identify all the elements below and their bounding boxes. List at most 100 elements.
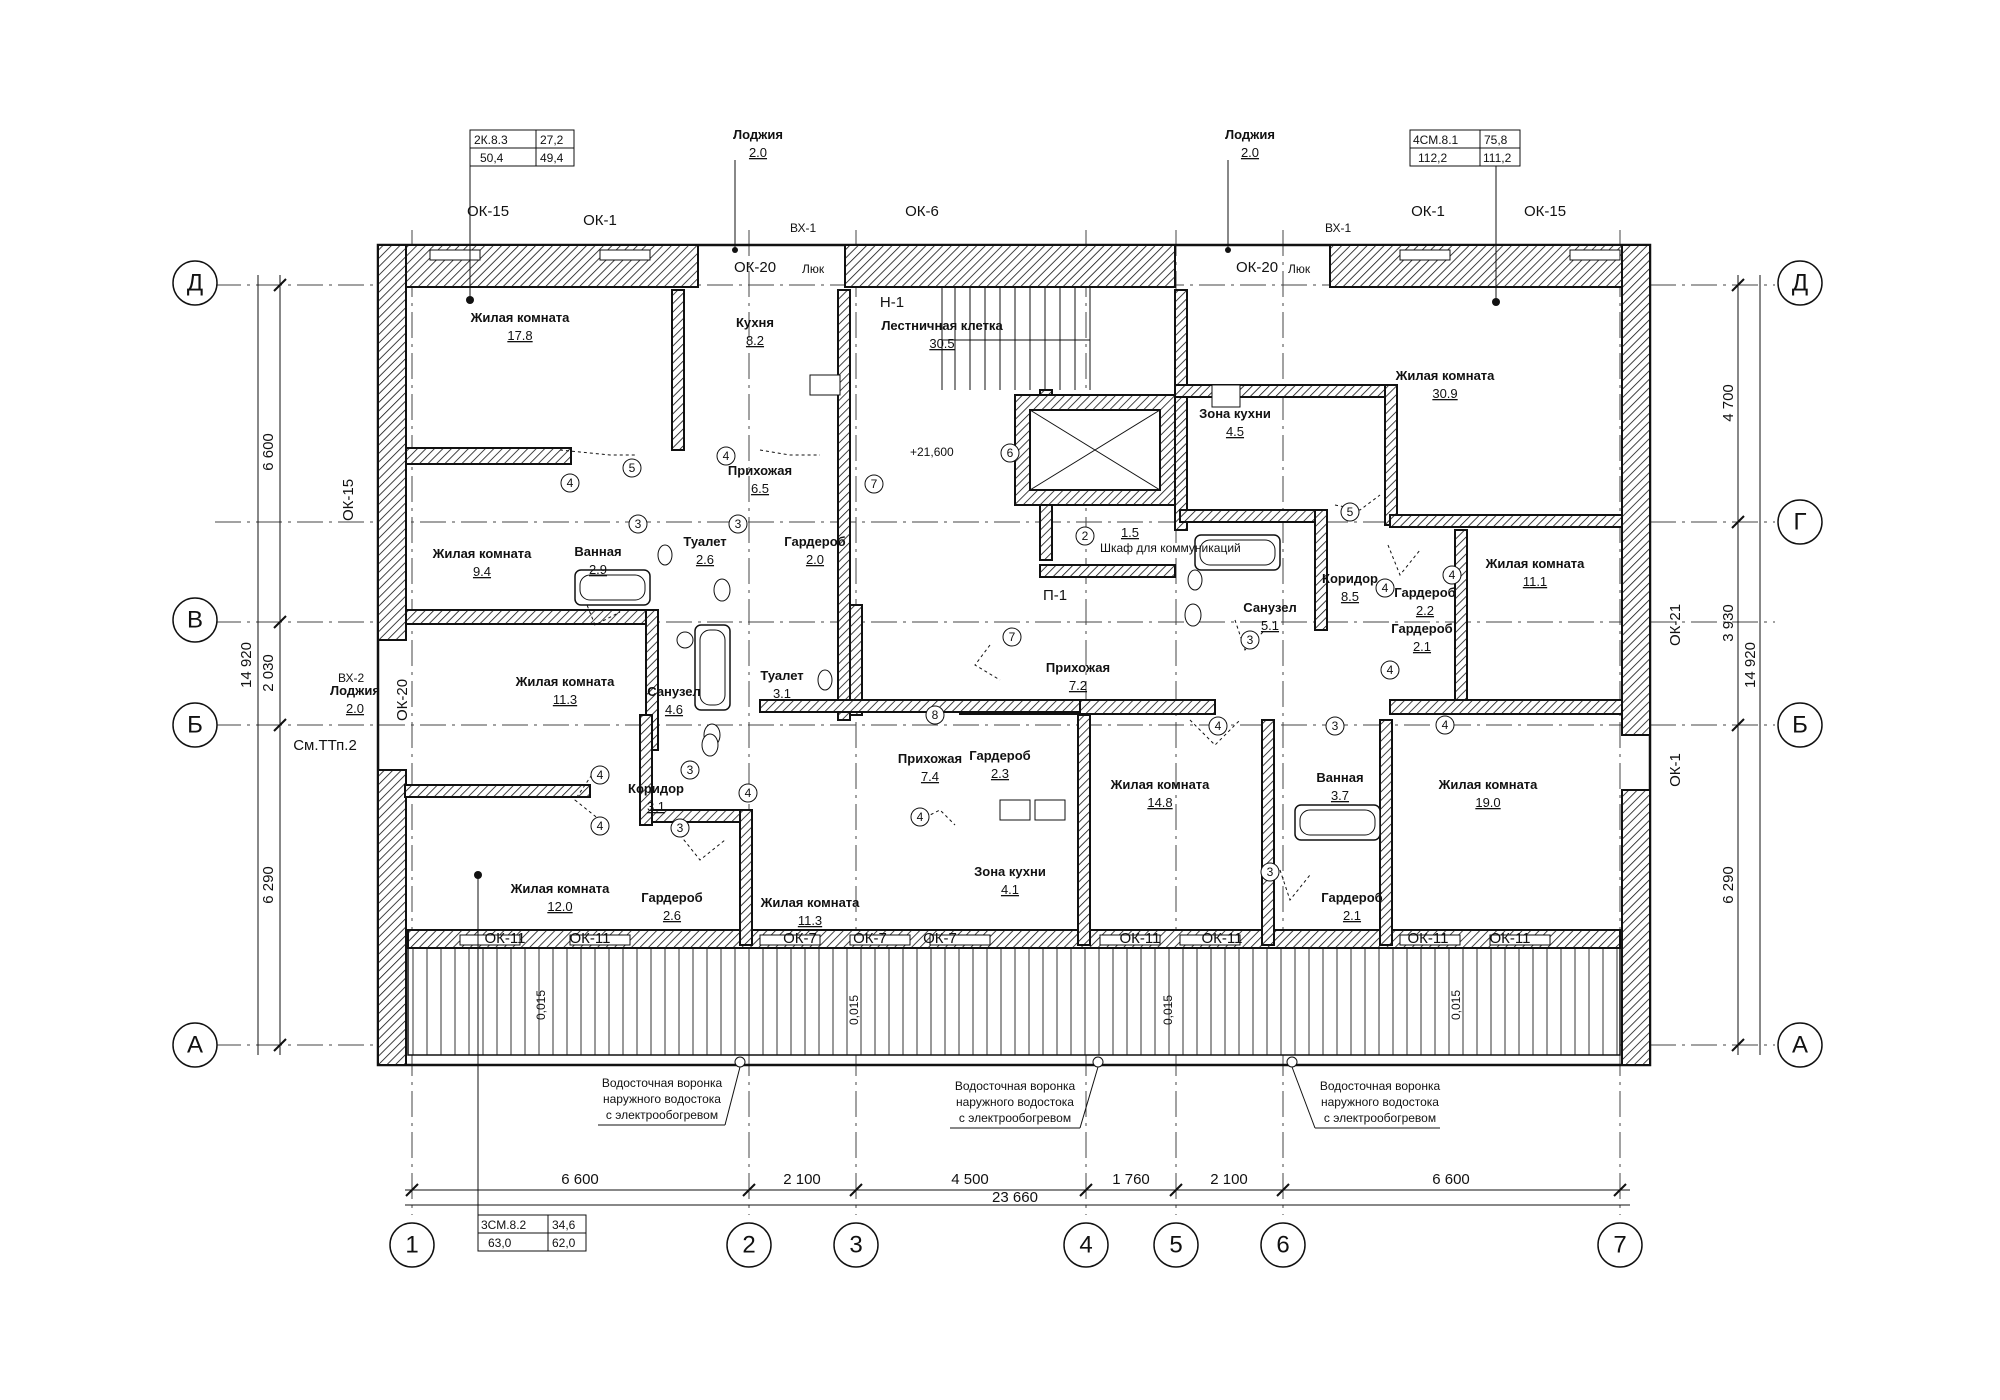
svg-text:1.5: 1.5 (1121, 525, 1139, 540)
mark-ok20-side: ОК-20 (394, 679, 411, 721)
left-dimensions: 6 600 2 030 6 290 14 920 (238, 275, 287, 1055)
svg-text:2.3: 2.3 (991, 766, 1009, 781)
svg-text:ОК-7: ОК-7 (853, 930, 887, 947)
svg-text:Жилая комната: Жилая комната (1485, 556, 1586, 571)
drain-callout-1: Водосточная воронка наружного водостока … (598, 1056, 746, 1126)
svg-text:2.2: 2.2 (1416, 603, 1434, 618)
dim-right-total: 14 920 (1742, 642, 1759, 688)
svg-text:Прихожая: Прихожая (898, 751, 962, 766)
svg-text:75,8: 75,8 (1484, 133, 1508, 147)
svg-text:3: 3 (1267, 865, 1274, 879)
svg-text:Жилая комната: Жилая комната (510, 881, 611, 896)
drain-callout-3: Водосточная воронка наружного водостока … (1286, 1056, 1440, 1129)
svg-text:7.4: 7.4 (921, 769, 939, 784)
drain-callout-2: Водосточная воронка наружного водостока … (950, 1056, 1104, 1129)
svg-text:4: 4 (917, 810, 924, 824)
svg-text:17.8: 17.8 (507, 328, 532, 343)
windows (429, 249, 1621, 946)
svg-text:1: 1 (405, 1232, 418, 1259)
axis-1: 1 (389, 1222, 435, 1268)
svg-text:9.4: 9.4 (473, 564, 491, 579)
svg-text:11.1: 11.1 (1523, 574, 1547, 589)
dim-2-3: 2 100 (783, 1171, 821, 1188)
axis-b-left: Б (172, 702, 218, 748)
svg-text:8.5: 8.5 (1341, 589, 1359, 604)
svg-text:2.6: 2.6 (663, 908, 681, 923)
svg-text:Жилая комната: Жилая комната (760, 895, 861, 910)
svg-text:3.1: 3.1 (647, 799, 665, 814)
svg-text:Жилая комната: Жилая комната (1110, 777, 1211, 792)
svg-text:7: 7 (1009, 630, 1016, 644)
apartment-tag-1: 2К.8.3 27,2 50,4 49,4 (466, 129, 575, 304)
svg-text:4СМ.8.1: 4СМ.8.1 (1413, 133, 1459, 147)
svg-text:Гардероб: Гардероб (969, 748, 1030, 763)
svg-text:Жилая комната: Жилая комната (1438, 777, 1539, 792)
axis-d-right: Д (1777, 260, 1823, 306)
mark-vx1-right: ВХ-1 (1325, 221, 1351, 235)
dim-right-ba: 6 290 (1720, 866, 1737, 904)
svg-text:7.2: 7.2 (1069, 678, 1087, 693)
svg-text:В: В (187, 607, 203, 634)
svg-text:62,0: 62,0 (552, 1236, 576, 1250)
svg-text:Ванная: Ванная (574, 544, 621, 559)
svg-text:8: 8 (932, 708, 939, 722)
room-living-11-1: Жилая комната 11.1 (1485, 556, 1586, 589)
mark-vx1-left: ВХ-1 (790, 221, 816, 235)
mark-ok1-right: ОК-1 (1411, 203, 1445, 220)
axis-3: 3 (833, 1222, 879, 1268)
svg-text:34,6: 34,6 (552, 1218, 576, 1232)
svg-text:3: 3 (687, 763, 694, 777)
mark-ok6: ОК-6 (905, 203, 939, 220)
svg-text:3: 3 (849, 1232, 862, 1259)
svg-text:4: 4 (597, 819, 604, 833)
svg-text:с электрообогревом: с электрообогревом (1324, 1111, 1436, 1125)
svg-text:4: 4 (1079, 1232, 1092, 1259)
svg-text:63,0: 63,0 (488, 1236, 512, 1250)
svg-text:Шкаф для коммуникаций: Шкаф для коммуникаций (1100, 541, 1241, 555)
svg-text:4: 4 (1382, 581, 1389, 595)
svg-text:ОК-11: ОК-11 (1490, 930, 1531, 947)
slope-4: 0,015 (1449, 990, 1463, 1020)
svg-text:Гардероб: Гардероб (641, 890, 702, 905)
svg-text:2.1: 2.1 (1413, 639, 1431, 654)
svg-text:4: 4 (1215, 719, 1222, 733)
svg-text:Коридор: Коридор (1322, 571, 1378, 586)
svg-text:30.9: 30.9 (1432, 386, 1457, 401)
mark-hatch-right: Люк (1288, 262, 1311, 276)
svg-text:14.8: 14.8 (1147, 795, 1172, 810)
mark-hatch-left: Люк (802, 262, 825, 276)
svg-text:3: 3 (1247, 633, 1254, 647)
room-corridor-8-5: Коридор 8.5 (1322, 571, 1378, 604)
room-wardrobe-2-6: Гардероб 2.6 (641, 890, 702, 923)
door-tags: 4 5 4 3 3 7 6 2 7 8 3 5 4 4 4 4 4 3 3 4 … (560, 443, 1462, 882)
svg-text:ОК-11: ОК-11 (570, 930, 611, 947)
svg-text:6.5: 6.5 (751, 481, 769, 496)
room-living-12-0: Жилая комната 12.0 (510, 881, 611, 914)
svg-text:А: А (187, 1032, 203, 1059)
svg-text:4.5: 4.5 (1226, 424, 1244, 439)
mark-vx2: ВХ-2 (338, 671, 364, 685)
svg-text:12.0: 12.0 (547, 899, 572, 914)
slope-3: 0,015 (1161, 995, 1175, 1025)
svg-text:Зона кухни: Зона кухни (974, 864, 1046, 879)
svg-text:Кухня: Кухня (736, 315, 774, 330)
svg-text:наружного водостока: наружного водостока (956, 1095, 1074, 1109)
dim-left-total: 14 920 (238, 642, 255, 688)
dim-left-dg: 6 600 (260, 433, 277, 471)
svg-text:5: 5 (1347, 505, 1354, 519)
svg-text:6: 6 (1276, 1232, 1289, 1259)
axis-2: 2 (726, 1222, 772, 1268)
dim-1-2: 6 600 (561, 1171, 599, 1188)
svg-text:4.6: 4.6 (665, 702, 683, 717)
